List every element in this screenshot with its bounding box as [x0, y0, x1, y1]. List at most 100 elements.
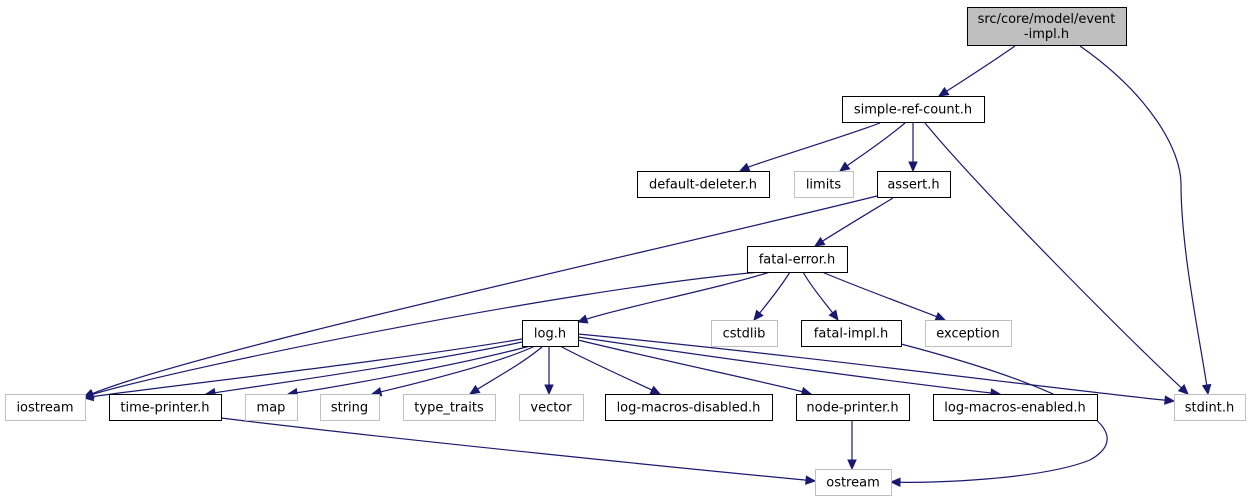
node-type-traits: type_traits — [403, 394, 496, 421]
node-node-printer[interactable]: node-printer.h — [796, 394, 910, 421]
edge-assert-to-fatal-error — [813, 197, 894, 247]
node-label: default-deleter.h — [649, 178, 757, 193]
edge-log-to-node-printer — [577, 339, 813, 397]
arrowhead-icon — [908, 161, 918, 173]
node-exception: exception — [925, 320, 1012, 347]
node-label: map — [257, 401, 286, 416]
edge-log-to-log-macros-disabled — [559, 345, 662, 395]
node-label: src/core/model/event — [978, 12, 1116, 27]
node-label: ostream — [826, 476, 880, 491]
node-box — [967, 7, 1127, 46]
arrowhead-icon — [839, 161, 851, 172]
node-label: fatal-error.h — [759, 253, 836, 268]
node-vector: vector — [519, 394, 584, 421]
edge-simple-ref-count-to-assert — [908, 123, 918, 173]
node-label: type_traits — [414, 401, 484, 416]
edge-fatal-error-to-fatal-impl — [802, 271, 839, 321]
node-label: iostream — [16, 401, 73, 416]
node-log-macros-disabled[interactable]: log-macros-disabled.h — [605, 394, 773, 421]
edge-log-to-type-traits — [468, 345, 544, 395]
node-log-macros-enabled[interactable]: log-macros-enabled.h — [933, 394, 1098, 421]
node-box — [320, 394, 380, 421]
arrowhead-icon — [1177, 384, 1189, 395]
node-log[interactable]: log.h — [522, 320, 579, 347]
edge-log-to-vector — [544, 346, 554, 396]
node-label: time-printer.h — [120, 401, 209, 416]
node-stdint: stdint.h — [1174, 394, 1246, 421]
node-label: assert.h — [887, 178, 939, 193]
node-box — [711, 320, 778, 347]
node-box — [925, 320, 1012, 347]
node-time-printer[interactable]: time-printer.h — [109, 394, 222, 421]
edge-event-impl-to-simple-ref-count — [937, 45, 1016, 97]
node-label: fatal-impl.h — [814, 327, 888, 342]
arrowhead-icon — [576, 314, 589, 324]
node-simple-ref-count[interactable]: simple-ref-count.h — [842, 96, 985, 123]
arrowhead-icon — [1164, 395, 1176, 405]
node-label: vector — [530, 401, 572, 416]
node-event-impl: src/core/model/event-impl.h — [967, 7, 1127, 46]
edge-fatal-error-to-log — [576, 271, 771, 324]
node-ostream: ostream — [815, 469, 892, 496]
node-label: node-printer.h — [806, 401, 898, 416]
arrowhead-icon — [828, 309, 839, 321]
edge-fatal-impl-to-ostream — [889, 343, 1108, 488]
arrowhead-icon — [468, 384, 481, 395]
edge-simple-ref-count-to-default-deleter — [738, 122, 881, 172]
node-box — [815, 469, 892, 496]
arrowhead-icon — [813, 236, 826, 247]
node-box — [842, 96, 985, 123]
edge-log-to-map — [286, 345, 531, 398]
edge-log-to-stdint — [577, 333, 1176, 405]
edge-node-printer-to-ostream — [847, 420, 857, 471]
arrowhead-icon — [889, 477, 901, 488]
arrowhead-icon — [753, 309, 764, 321]
node-default-deleter[interactable]: default-deleter.h — [637, 171, 770, 198]
node-box — [747, 246, 848, 273]
node-box — [245, 394, 298, 421]
node-cstdlib: cstdlib — [711, 320, 778, 347]
arrowhead-icon — [738, 162, 751, 172]
arrowhead-icon — [934, 312, 947, 321]
node-label: stdint.h — [1185, 401, 1234, 416]
edge-event-impl-to-stdint — [1079, 45, 1212, 396]
node-map: map — [245, 394, 298, 421]
edge-simple-ref-count-to-limits — [839, 122, 906, 172]
node-box — [403, 394, 496, 421]
node-fatal-error[interactable]: fatal-error.h — [747, 246, 848, 273]
node-box — [109, 394, 222, 421]
node-box — [605, 394, 773, 421]
node-iostream: iostream — [5, 394, 86, 421]
arrowhead-icon — [1201, 383, 1212, 396]
edge-log-to-iostream — [82, 338, 523, 402]
edge-simple-ref-count-to-stdint — [924, 122, 1189, 395]
node-box — [796, 394, 910, 421]
arrowhead-icon — [82, 391, 95, 402]
arrowhead-icon — [805, 475, 817, 485]
node-label: -impl.h — [1024, 27, 1069, 42]
node-string: string — [320, 394, 380, 421]
node-label: log.h — [534, 327, 566, 342]
node-box — [519, 394, 584, 421]
node-label: log-macros-enabled.h — [944, 401, 1085, 416]
node-box — [637, 171, 770, 198]
arrowhead-icon — [649, 385, 662, 395]
node-label: cstdlib — [723, 327, 766, 342]
node-fatal-impl[interactable]: fatal-impl.h — [801, 320, 902, 347]
node-label: simple-ref-count.h — [854, 103, 972, 118]
node-box — [794, 171, 854, 198]
node-assert[interactable]: assert.h — [877, 171, 951, 198]
node-box — [933, 394, 1098, 421]
edge-fatal-error-to-exception — [821, 271, 947, 321]
arrowhead-icon — [937, 86, 950, 97]
node-box — [5, 394, 86, 421]
node-label: log-macros-disabled.h — [617, 401, 761, 416]
node-box — [801, 320, 902, 347]
node-label: exception — [936, 327, 1000, 342]
node-box — [877, 171, 951, 198]
arrowhead-icon — [847, 459, 857, 471]
nodes-layer: src/core/model/event-impl.h simple-ref-co… — [5, 7, 1246, 496]
node-label: string — [331, 401, 368, 416]
edge-fatal-error-to-iostream — [82, 271, 761, 399]
